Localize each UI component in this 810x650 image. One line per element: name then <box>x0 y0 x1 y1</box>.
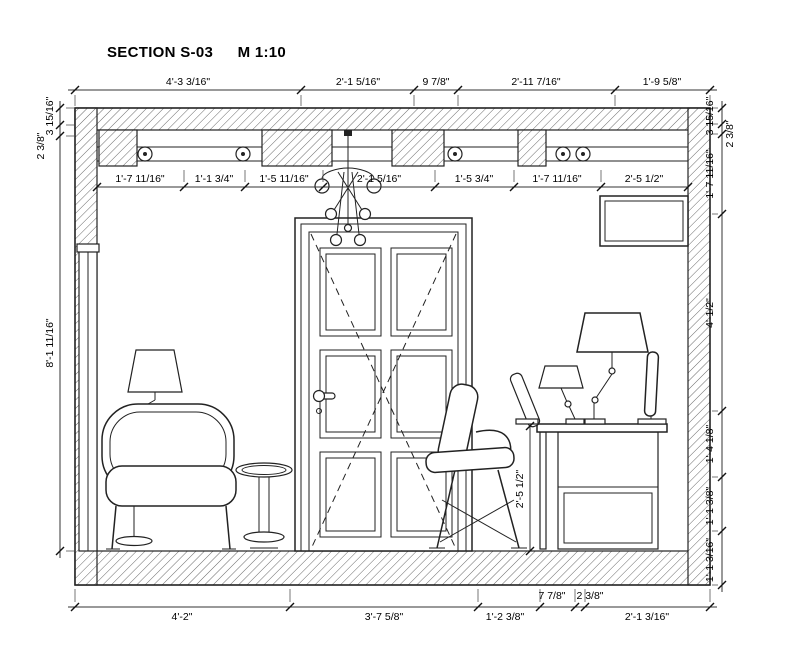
dim-label: 8'-1 11/16" <box>44 318 56 368</box>
section-label: SECTION S-03 <box>107 44 214 61</box>
dim-label: 2'-1 5/16" <box>336 76 381 88</box>
dim-col-right: 3 15/16" 2 3/8" 1'-7 11/16" 4'-1/2" 1'-4… <box>704 96 736 592</box>
drawing-title: SECTION S-03 M 1:10 <box>107 44 286 61</box>
scale-label: M 1:10 <box>237 44 287 61</box>
dim-label: 4'-2" <box>172 611 193 623</box>
desk-lamp-small <box>538 365 585 425</box>
dim-label: 2'-5 1/2" <box>514 470 526 509</box>
dim-label: 2'-1 5/16" <box>357 173 402 185</box>
dim-desk-height: 2'-5 1/2" <box>514 421 535 556</box>
monitor <box>637 351 667 425</box>
wall-cabinet <box>599 195 689 247</box>
dim-row-ceiling: 1'-7 11/16" 1'-1 3/4" 1'-5 11/16" 2'-1 5… <box>92 170 693 192</box>
armchair <box>101 403 237 550</box>
ceiling-track <box>97 129 688 167</box>
dim-label: 1'-5 3/4" <box>455 173 494 185</box>
dim-label: 3'-7 5/8" <box>365 611 404 623</box>
dim-label: 1'-7 11/16" <box>532 173 582 185</box>
dim-label: 2'-11 7/16" <box>511 76 561 88</box>
dim-label: 2'-5 1/2" <box>625 173 664 185</box>
dim-label: 1'-5 11/16" <box>259 173 309 185</box>
room-structure <box>74 107 711 586</box>
dim-label: 9 7/8" <box>422 76 449 88</box>
dim-label: 2 3/8" <box>576 590 603 602</box>
dim-label: 1'-7 11/16" <box>704 149 716 199</box>
dim-label: 1'-1 3/8" <box>704 487 716 526</box>
side-table <box>235 462 293 549</box>
door-handle <box>312 389 336 414</box>
dim-label: 4'-1/2" <box>704 298 716 328</box>
dim-label: 3 15/16" <box>44 96 56 135</box>
desk-lamp-large <box>576 312 649 425</box>
dim-label: 2'-1 3/16" <box>625 611 670 623</box>
dim-label: 2 3/8" <box>35 132 47 159</box>
dim-label: 1'-2 3/8" <box>486 611 525 623</box>
door <box>294 217 473 552</box>
book-stand <box>509 372 541 428</box>
dim-label: 1'-1 3/4" <box>195 173 234 185</box>
wall-niche <box>76 243 100 552</box>
dim-row-top: 4'-3 3/16" 2'-1 5/16" 9 7/8" 2'-11 7/16"… <box>68 76 717 106</box>
dim-label: 7 7/8" <box>538 590 565 602</box>
dim-label: 1'-1 3/16" <box>704 538 716 583</box>
dim-col-left: 3 15/16" 2 3/8" 8'-1 11/16" <box>35 96 74 558</box>
dim-label: 2 3/8" <box>724 120 736 147</box>
desk <box>536 423 668 550</box>
office-chair <box>425 383 527 549</box>
dim-label: 1'-7 11/16" <box>115 173 165 185</box>
track-bracket <box>137 146 591 162</box>
chandelier <box>314 130 382 247</box>
dim-label: 1'-4 1/8" <box>704 425 716 464</box>
dim-label: 3 15/16" <box>704 96 716 135</box>
dim-label: 1'-9 5/8" <box>643 76 682 88</box>
dim-row-bottom: 4'-2" 3'-7 5/8" 1'-2 3/8" 7 7/8" 2 3/8" … <box>68 589 717 623</box>
dim-label: 4'-3 3/16" <box>166 76 211 88</box>
